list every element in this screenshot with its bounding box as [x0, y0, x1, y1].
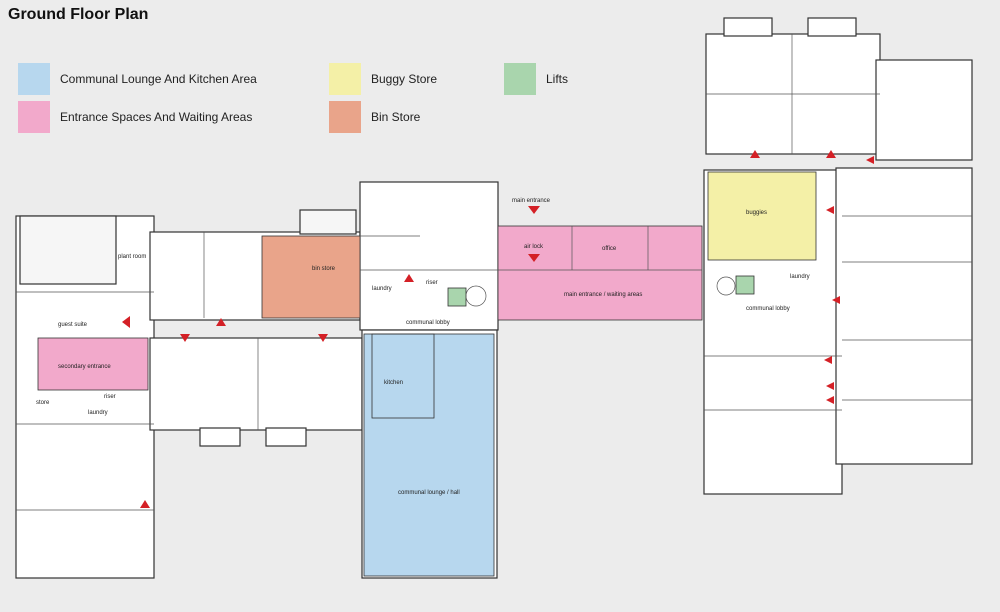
legend-item-lifts: Lifts: [504, 63, 568, 95]
label-laundry-mid: laundry: [372, 286, 392, 292]
legend-swatch-lifts: [504, 63, 536, 95]
label-communal-lobby-right: communal lobby: [746, 306, 790, 312]
label-communal-lounge: communal lounge / hall: [398, 490, 460, 496]
label-store: store: [36, 400, 50, 406]
label-laundry-right: laundry: [790, 274, 810, 280]
top-balcony-2: [807, 17, 857, 37]
kitchen-outline: [371, 333, 435, 419]
legend-item-bin: Bin Store: [329, 101, 420, 133]
main-entrance-zone: [497, 225, 703, 321]
plant-area: [19, 215, 117, 285]
label-main-entrance-waiting: main entrance / waiting areas: [564, 292, 642, 298]
label-riser-left: riser: [104, 394, 116, 400]
label-laundry-left: laundry: [88, 410, 108, 416]
legend-label-buggy: Buggy Store: [371, 72, 438, 86]
upper-terrace: [299, 209, 357, 235]
balcony-1: [199, 427, 241, 447]
label-communal-lobby-mid: communal lobby: [406, 320, 450, 326]
label-buggies: buggies: [746, 210, 767, 216]
label-guest-suite: guest suite: [58, 322, 88, 328]
balcony-2: [265, 427, 307, 447]
legend-item-buggy: Buggy Store: [329, 63, 437, 95]
lift-mid: [447, 287, 467, 307]
lift-right: [735, 275, 755, 295]
legend-item-communal: Communal Lounge And Kitchen Area: [18, 63, 257, 95]
legend-swatch-communal: [18, 63, 50, 95]
bin-store-zone: [261, 235, 361, 319]
top-right-corner: [875, 59, 973, 161]
far-right-block: [835, 167, 973, 465]
label-kitchen: kitchen: [384, 380, 403, 386]
label-main-entrance: main entrance: [512, 198, 551, 204]
label-riser-mid: riser: [426, 280, 438, 286]
legend-label-lifts: Lifts: [546, 72, 569, 86]
legend-item-entrance: Entrance Spaces And Waiting Areas: [18, 101, 252, 133]
label-air-lock: air lock: [524, 244, 544, 250]
legend-label-entrance: Entrance Spaces And Waiting Areas: [60, 110, 253, 124]
buggy-store-zone: [707, 171, 817, 261]
communal-lounge-zone: [363, 333, 495, 577]
label-office: office: [602, 246, 617, 252]
label-secondary-entrance: secondary entrance: [58, 364, 111, 370]
central-core: [359, 181, 499, 331]
top-balcony-1: [723, 17, 773, 37]
legend-swatch-bin: [329, 101, 361, 133]
legend-swatch-buggy: [329, 63, 361, 95]
legend-label-communal: Communal Lounge And Kitchen Area: [60, 72, 257, 86]
lower-apartments-block: [149, 337, 363, 431]
page-title: Ground Floor Plan: [8, 6, 149, 23]
legend-swatch-entrance: [18, 101, 50, 133]
label-bin-store: bin store: [312, 266, 336, 272]
label-plant-room: plant room: [118, 254, 146, 260]
entrance-arrows: [122, 150, 874, 508]
secondary-entrance-zone: [37, 337, 149, 391]
legend-label-bin: Bin Store: [371, 110, 421, 124]
